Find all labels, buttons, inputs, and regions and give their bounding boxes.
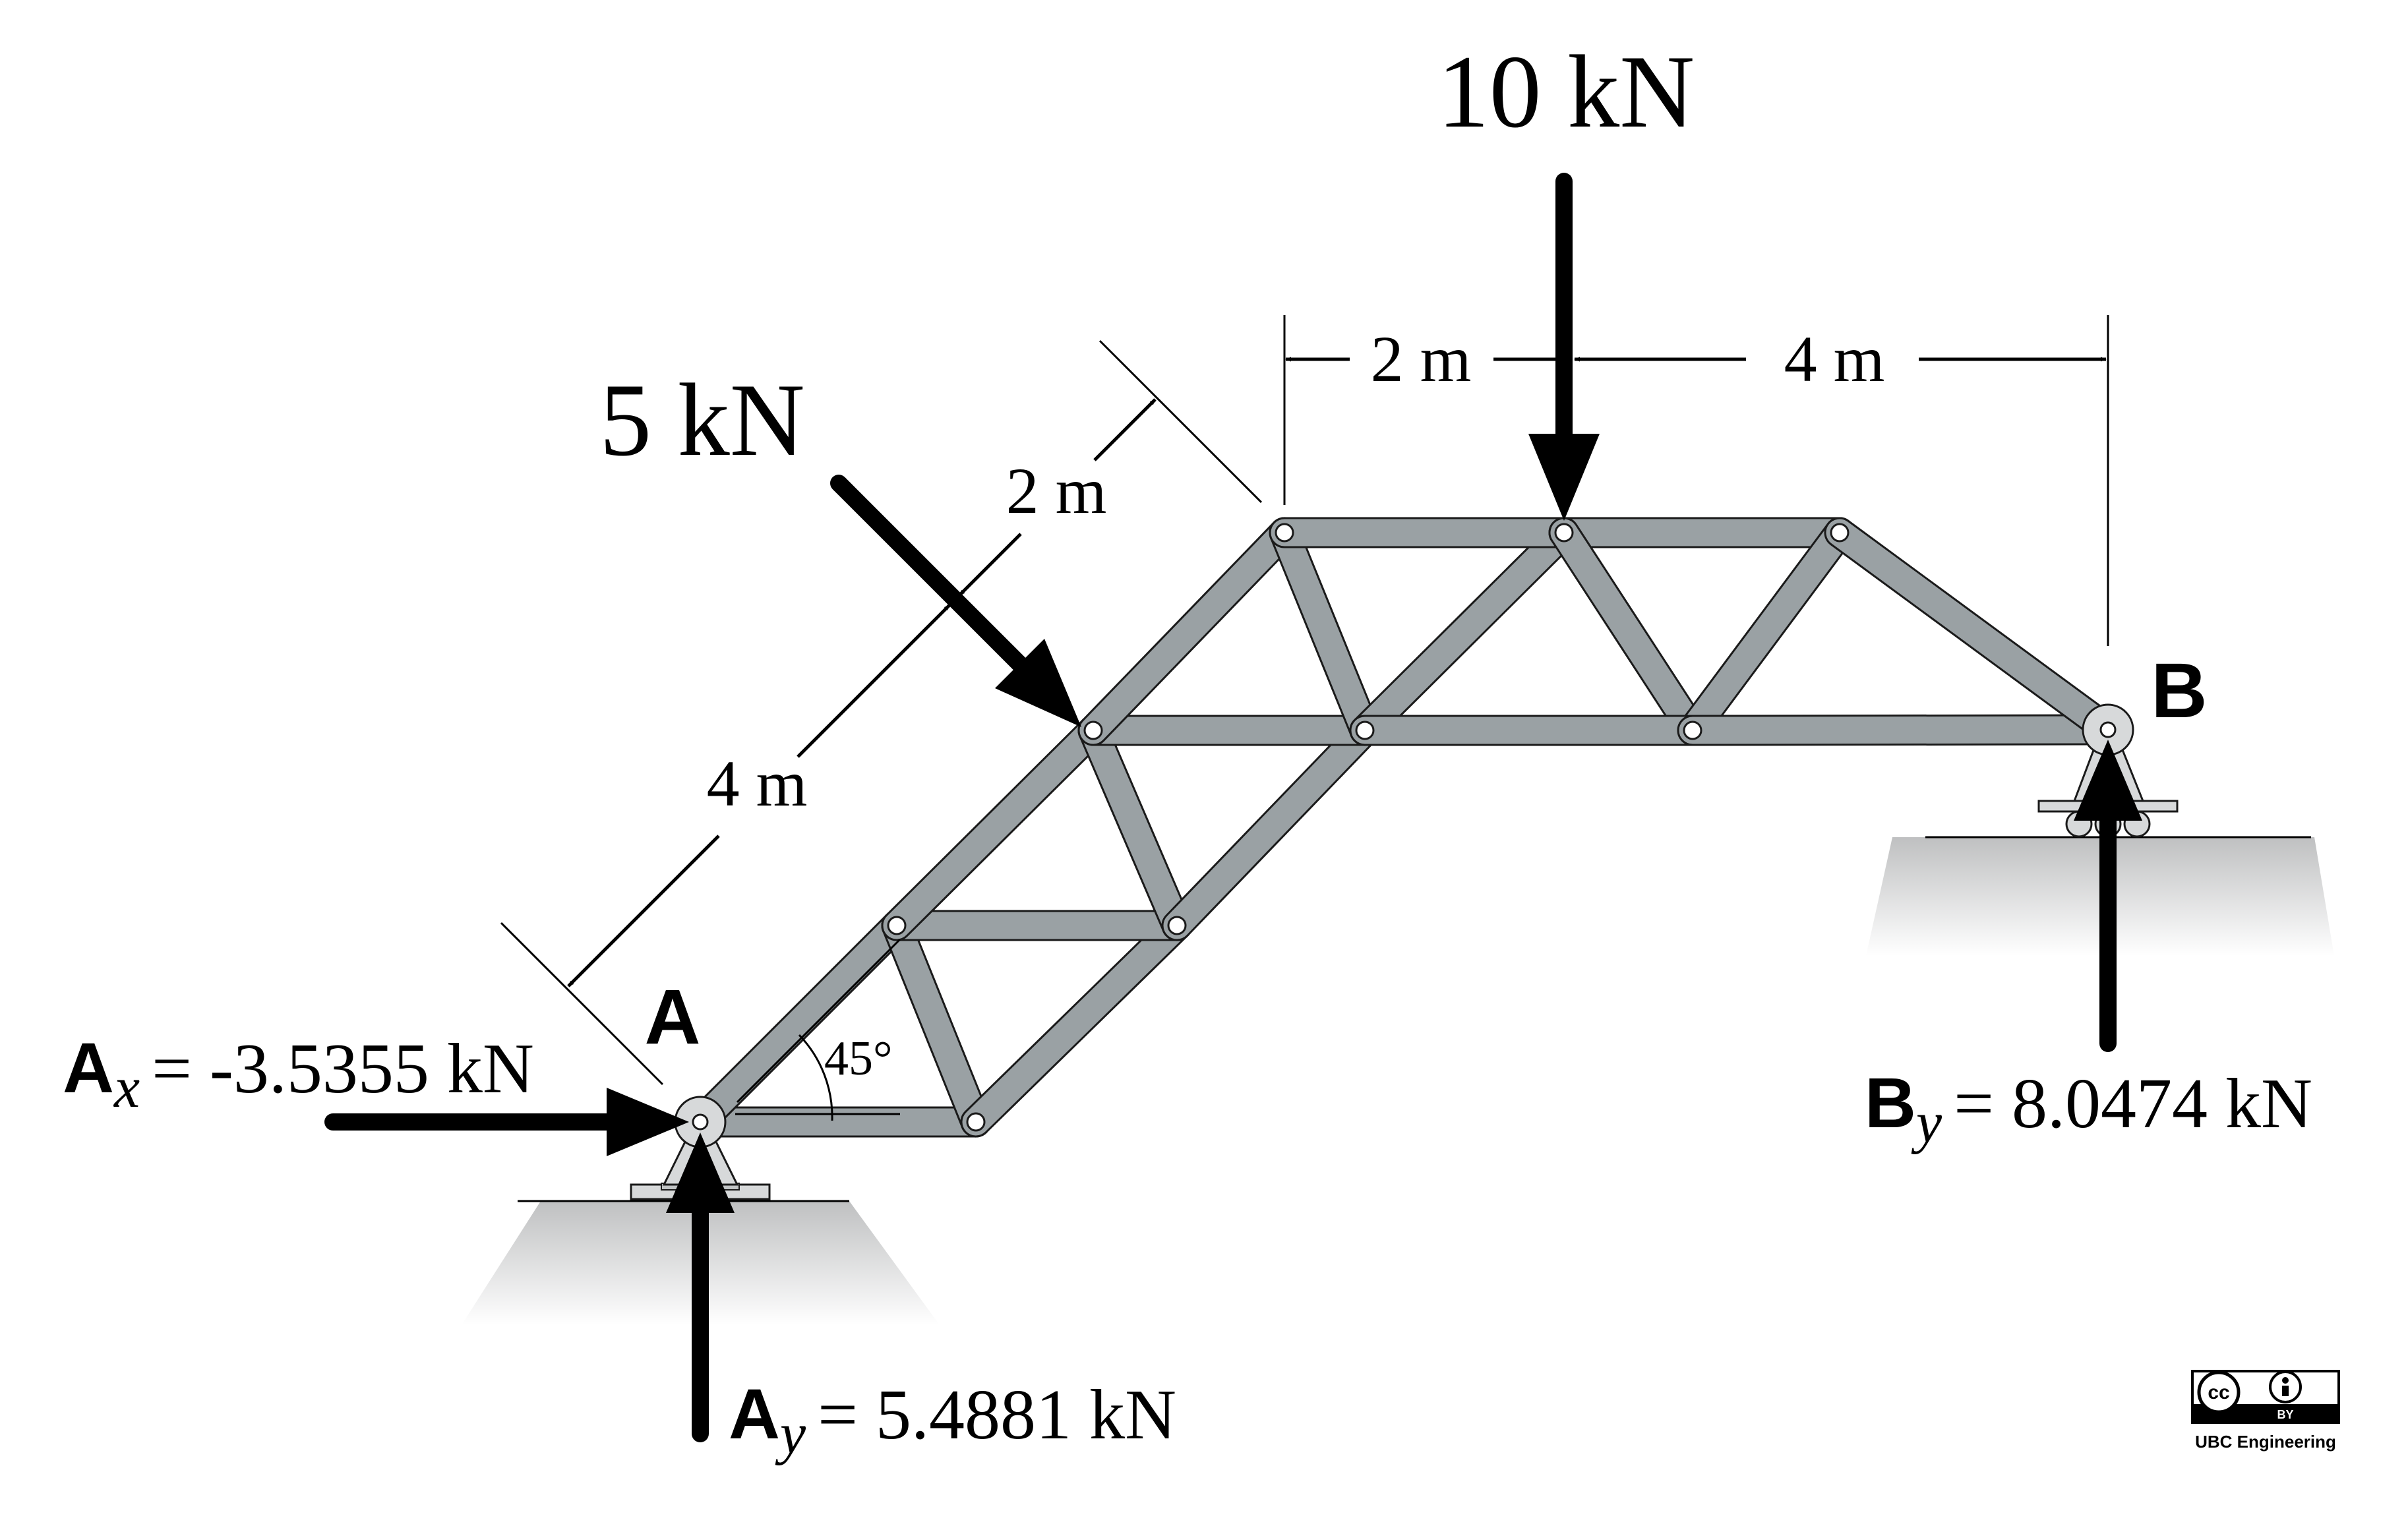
member-B2-B xyxy=(1677,714,2124,746)
member-T2-T3 xyxy=(1548,517,1855,548)
reaction-label-ay: Ay= 5.4881 kN xyxy=(729,1374,1176,1466)
reaction-label-by: By= 8.0474 kN xyxy=(1865,1063,2312,1155)
ay-subscript: y xyxy=(775,1402,806,1466)
dimension-top-2m: 2 m xyxy=(1285,322,1562,396)
credit-text: UBC Engineering xyxy=(2195,1432,2336,1452)
reaction-arrow-ay xyxy=(666,1133,735,1442)
pin-T1 xyxy=(1275,523,1294,543)
ay-symbol: A xyxy=(729,1374,780,1454)
dimension-diagonal-2m: 2 m xyxy=(958,398,1157,597)
by-text: BY xyxy=(2277,1408,2293,1421)
pin-B2 xyxy=(1683,721,1702,740)
pin-T3 xyxy=(1830,523,1850,543)
member-T3-B xyxy=(1824,517,2124,746)
ax-symbol: A xyxy=(63,1028,114,1107)
pin-N1 xyxy=(887,916,907,935)
by-symbol: B xyxy=(1865,1063,1916,1142)
load-arrow-10kn xyxy=(1528,173,1600,521)
ax-value: = -3.5355 kN xyxy=(152,1030,534,1108)
cc-text: cc xyxy=(2208,1382,2229,1403)
cc-icon xyxy=(2197,1370,2241,1414)
truss-pins xyxy=(887,523,1850,1132)
dimension-extension-lines xyxy=(500,315,2109,1086)
support-label-a: A xyxy=(644,974,700,1061)
load-arrow-5kn xyxy=(830,475,1081,727)
dimension-label-diag-lower: 4 m xyxy=(707,747,808,820)
dimension-label-diag-upper: 2 m xyxy=(1006,454,1107,527)
ay-value: = 5.4881 kN xyxy=(818,1376,1176,1454)
truss-members xyxy=(684,517,2124,1138)
dimension-diagonal-4m: 4 m xyxy=(567,604,951,987)
dimension-top-4m: 4 m xyxy=(1574,322,2107,396)
reaction-arrow-ax xyxy=(324,1088,689,1156)
member-N4-B2 xyxy=(1349,715,1708,746)
cc-by-license-badge: cc BY UBC Engineering xyxy=(2191,1370,2340,1452)
angle-marker: 45° xyxy=(735,938,901,1121)
pin-T2 xyxy=(1554,523,1574,543)
angle-label: 45° xyxy=(824,1032,893,1086)
pin-N3 xyxy=(1083,721,1103,740)
by-value: = 8.0474 kN xyxy=(1954,1065,2312,1143)
load-label-5kn: 5 kN xyxy=(599,363,805,478)
pin-P1 xyxy=(966,1112,986,1132)
member-T1-T2 xyxy=(1269,517,1580,548)
reaction-arrow-by xyxy=(2074,740,2142,1052)
reaction-label-ax: Ax= -3.5355 kN xyxy=(63,1028,534,1120)
pin-N2 xyxy=(1167,916,1187,935)
by-subscript: y xyxy=(1911,1091,1942,1155)
dimension-label-top-right: 4 m xyxy=(1784,322,1885,396)
ax-subscript: x xyxy=(113,1056,140,1120)
pin-N4 xyxy=(1355,721,1375,740)
dimension-label-top-left: 2 m xyxy=(1371,322,1472,396)
load-label-10kn: 10 kN xyxy=(1437,34,1695,150)
support-label-b: B xyxy=(2151,647,2207,734)
